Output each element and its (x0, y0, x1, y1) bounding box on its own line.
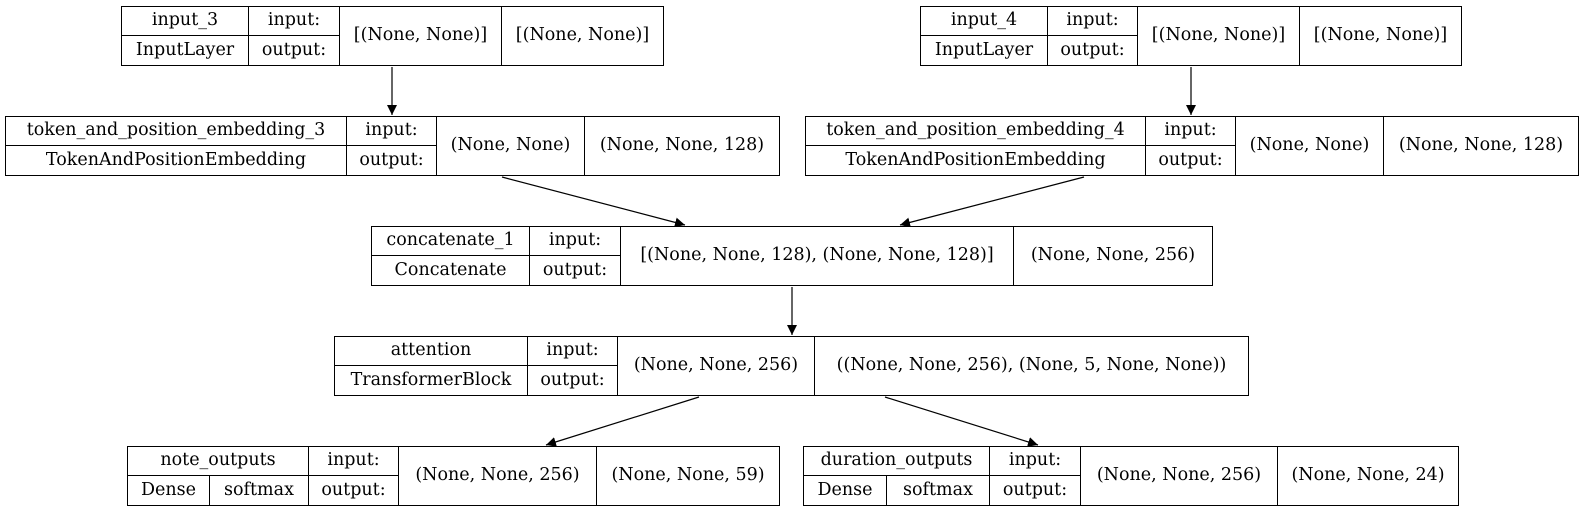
layer-type: Concatenate (394, 259, 507, 280)
edge-emb_4-to-concat (899, 176, 1085, 228)
input-label: input: (249, 7, 339, 36)
output-shape: [(None, None)] (515, 25, 650, 46)
node-concatenate_1[interactable]: concatenate_1 Concatenate input: output:… (371, 226, 1213, 286)
layer-name: token_and_position_embedding_3 (6, 117, 346, 146)
output-label: output: (540, 369, 605, 390)
node-input_3[interactable]: input_3 InputLayer input: output: [(None… (121, 6, 664, 66)
input-label: input: (1146, 117, 1235, 146)
node-token_and_position_embedding_4[interactable]: token_and_position_embedding_4 TokenAndP… (805, 116, 1579, 176)
input-label: input: (347, 117, 436, 146)
layer-name: concatenate_1 (372, 227, 529, 256)
input-shape: (None, None, 256) (415, 465, 580, 486)
output-label: output: (542, 259, 608, 280)
layer-name: input_3 (122, 7, 248, 36)
layer-type: TokenAndPositionEmbedding (845, 149, 1106, 170)
input-shape: (None, None) (1249, 135, 1370, 156)
input-label: input: (309, 447, 398, 476)
layer-type: Dense (141, 479, 196, 500)
input-label: input: (990, 447, 1080, 476)
input-label: input: (1048, 7, 1137, 36)
layer-name: token_and_position_embedding_4 (806, 117, 1145, 146)
output-shape: (None, None, 256) (1030, 245, 1196, 266)
node-token_and_position_embedding_3[interactable]: token_and_position_embedding_3 TokenAndP… (5, 116, 780, 176)
layer-type: Dense (817, 479, 873, 500)
output-label: output: (1002, 479, 1068, 500)
output-shape: (None, None, 24) (1291, 465, 1445, 486)
input-label: input: (530, 227, 620, 256)
node-duration_outputs[interactable]: duration_outputs Dense softmax input: ou… (803, 446, 1459, 506)
layer-type: TransformerBlock (350, 369, 512, 390)
output-label: output: (1060, 39, 1125, 60)
layer-type: InputLayer (934, 39, 1034, 60)
edge-attention-to-duration (884, 396, 1039, 447)
layer-activation: softmax (886, 476, 989, 505)
output-label: output: (261, 39, 327, 60)
layer-name: input_4 (921, 7, 1047, 36)
layer-type: TokenAndPositionEmbedding (45, 149, 307, 170)
edge-emb_3-to-concat (501, 176, 686, 228)
layer-name: attention (335, 337, 527, 366)
output-shape: (None, None, 59) (611, 465, 765, 486)
output-shape: (None, None, 128) (599, 135, 765, 156)
layer-type: InputLayer (135, 39, 235, 60)
output-shape: [(None, None)] (1313, 25, 1448, 46)
input-shape: (None, None, 256) (633, 355, 799, 376)
node-note_outputs[interactable]: note_outputs Dense softmax input: output… (127, 446, 780, 506)
edge-attention-to-note (545, 396, 700, 447)
input-shape: [(None, None, 128), (None, None, 128)] (640, 245, 994, 266)
layer-name: duration_outputs (804, 447, 989, 476)
input-shape: (None, None, 256) (1096, 465, 1262, 486)
input-shape: (None, None) (450, 135, 571, 156)
output-shape: ((None, None, 256), (None, 5, None, None… (836, 355, 1227, 376)
output-label: output: (1158, 149, 1223, 170)
input-shape: [(None, None)] (1151, 25, 1286, 46)
node-attention[interactable]: attention TransformerBlock input: output… (334, 336, 1249, 396)
layer-activation: softmax (209, 476, 308, 505)
node-input_4[interactable]: input_4 InputLayer input: output: [(None… (920, 6, 1462, 66)
output-label: output: (321, 479, 386, 500)
output-shape: (None, None, 128) (1398, 135, 1564, 156)
output-label: output: (359, 149, 424, 170)
layer-name: note_outputs (128, 447, 308, 476)
input-label: input: (528, 337, 617, 366)
input-shape: [(None, None)] (353, 25, 488, 46)
